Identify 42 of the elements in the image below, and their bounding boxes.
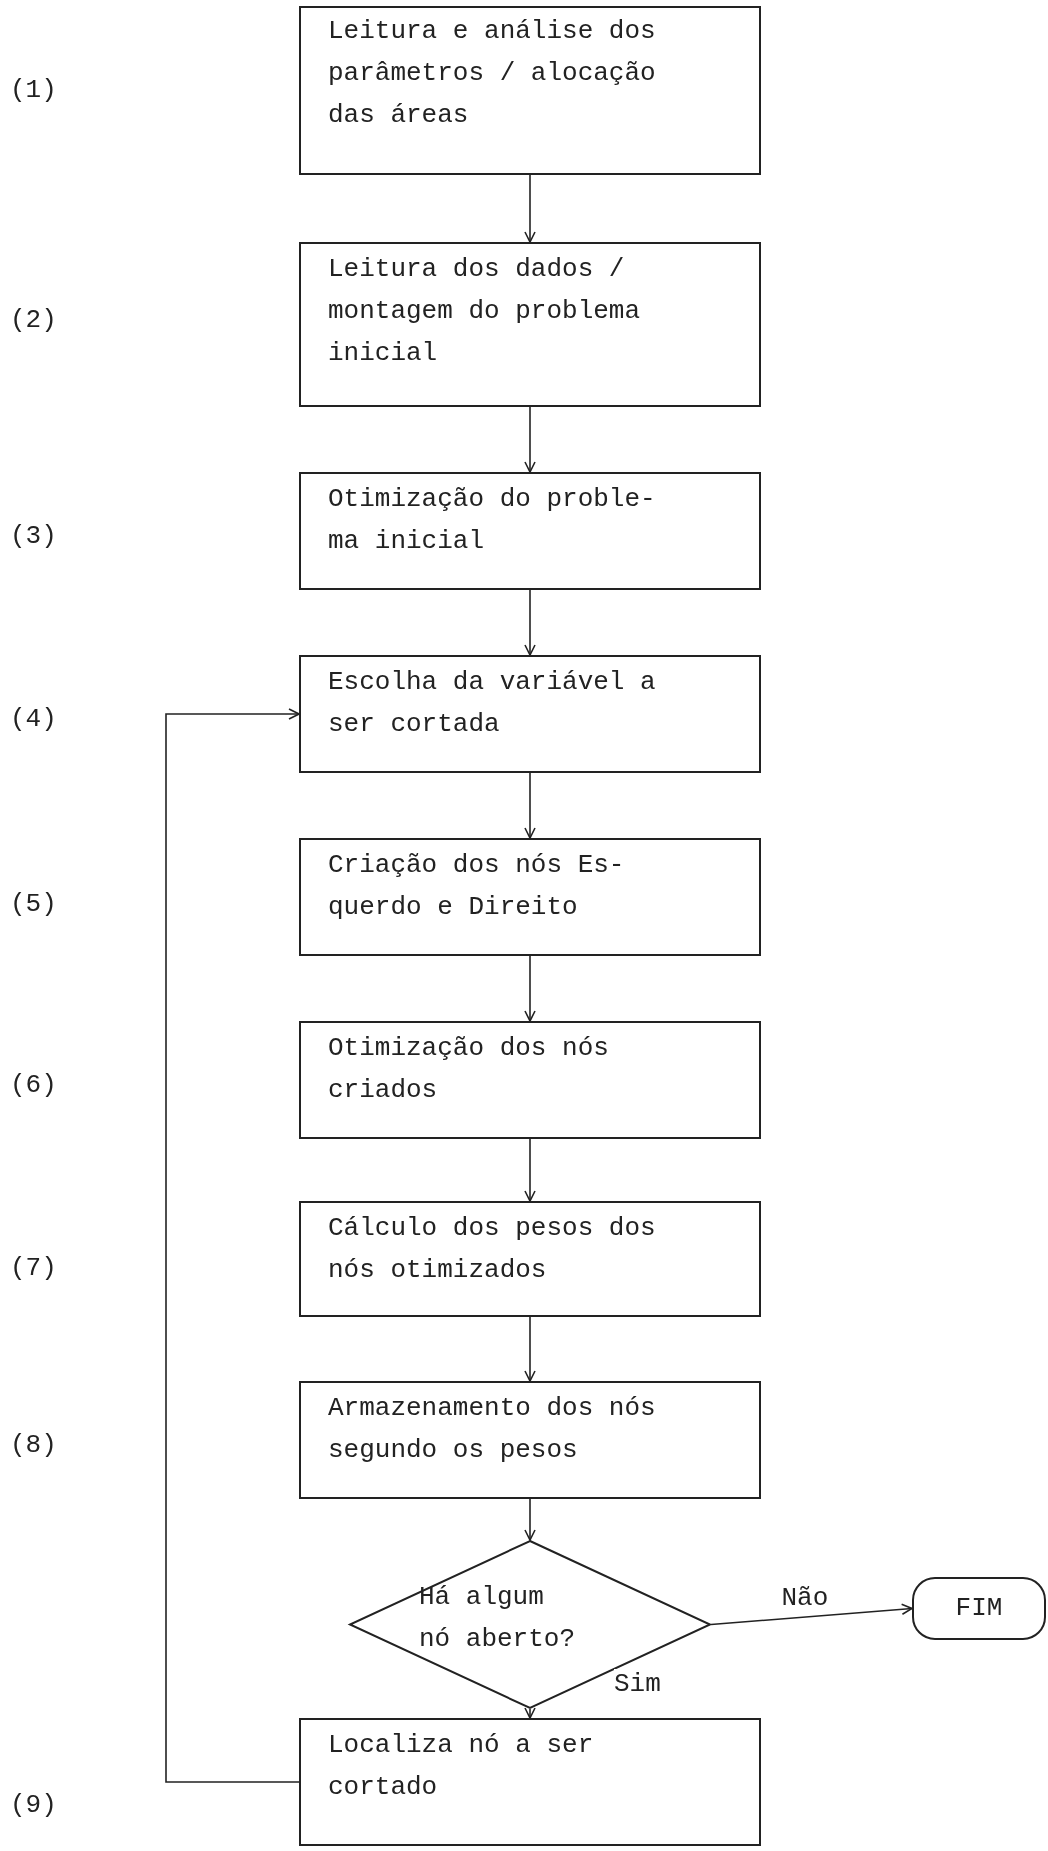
arrow (165, 708, 300, 1783)
arrow (524, 406, 536, 473)
step-number: (4) (10, 704, 57, 734)
step-number: (6) (10, 1070, 57, 1100)
process-box (299, 655, 761, 773)
process-box (299, 6, 761, 175)
step-number: (1) (10, 75, 57, 105)
node-text: FIM (954, 1592, 1004, 1625)
arrow (524, 772, 536, 839)
arrow (524, 1316, 536, 1382)
process-box (299, 1718, 761, 1846)
node-text: Otimização dos nós criados (328, 1032, 610, 1107)
arrow (524, 174, 536, 243)
step-number: (8) (10, 1430, 57, 1460)
terminator-shape (912, 1577, 1046, 1640)
arrow (524, 1498, 536, 1541)
arrow (524, 589, 536, 656)
node-text: Criação dos nós Es- querdo e Direito (328, 849, 626, 924)
node-text: Otimização do proble- ma inicial (328, 483, 657, 558)
process-box (299, 472, 761, 590)
arrow (524, 1138, 536, 1202)
process-box (299, 1021, 761, 1139)
step-number: (9) (10, 1790, 57, 1820)
process-box (299, 1381, 761, 1499)
node-text: Armazenamento dos nós segundo os pesos (328, 1392, 657, 1467)
node-text: Escolha da variável a ser cortada (328, 666, 657, 741)
process-box (299, 838, 761, 956)
node-text: Localiza nó a ser cortado (328, 1729, 595, 1804)
node-text: Cálculo dos pesos dos nós otimizados (328, 1212, 657, 1287)
step-number: (5) (10, 889, 57, 919)
process-box (299, 242, 761, 407)
arrow (524, 1707, 536, 1719)
process-box (299, 1201, 761, 1317)
arrow (710, 1603, 913, 1626)
node-text: Leitura dos dados / montagem do problema inicial (328, 253, 642, 370)
decision-diamond (349, 1540, 711, 1709)
node-text: Leitura e análise dos parâmetros / alocação das áreas (328, 15, 657, 132)
step-number: (2) (10, 305, 57, 335)
node-text: Há algum nó aberto? (419, 1581, 577, 1656)
arrow (524, 955, 536, 1022)
step-number: (3) (10, 521, 57, 551)
step-number: (7) (10, 1253, 57, 1283)
